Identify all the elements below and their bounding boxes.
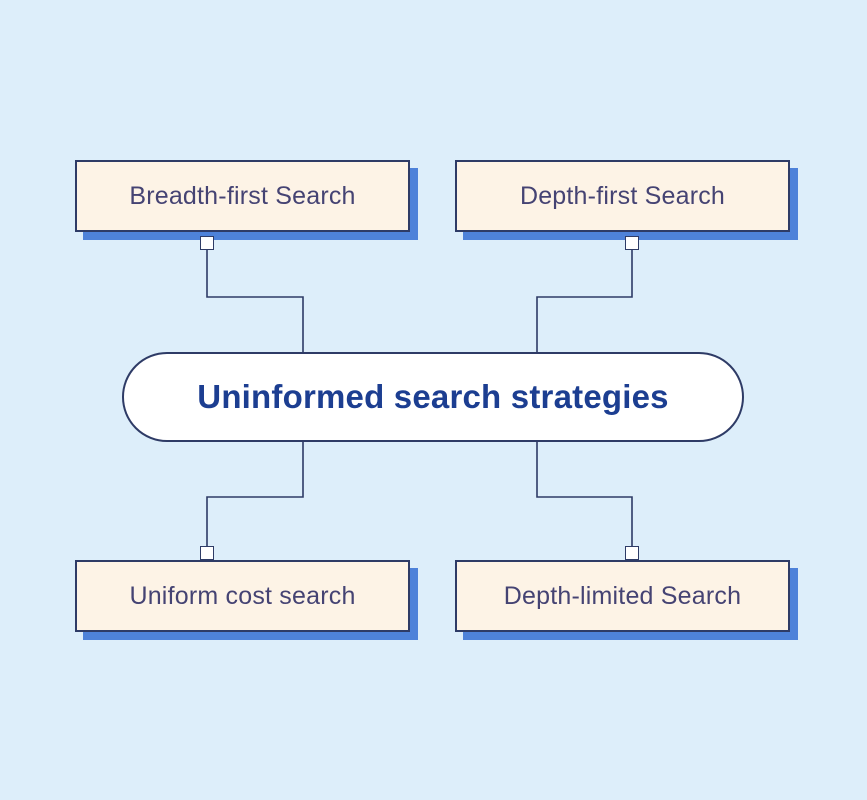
connector-port-top-right — [625, 236, 639, 250]
central-node: Uninformed search strategies — [122, 352, 744, 442]
node-label: Depth-limited Search — [503, 581, 742, 610]
node-label: Depth-first Search — [519, 181, 726, 210]
connector-top-right — [536, 250, 633, 352]
connector-bottom-left — [206, 442, 304, 548]
node-label: Breadth-first Search — [129, 181, 356, 210]
node-label: Uniform cost search — [129, 581, 356, 610]
node-breadth-first-search: Breadth-first Search — [75, 160, 410, 232]
node-uniform-cost-search: Uniform cost search — [75, 560, 410, 632]
connector-top-left — [206, 250, 304, 352]
connector-bottom-right — [536, 442, 633, 548]
diagram-title: Uninformed search strategies — [197, 378, 669, 415]
connector-port-bottom-left — [200, 546, 214, 560]
connector-port-top-left — [200, 236, 214, 250]
node-depth-first-search: Depth-first Search — [455, 160, 790, 232]
node-depth-limited-search: Depth-limited Search — [455, 560, 790, 632]
connector-port-bottom-right — [625, 546, 639, 560]
